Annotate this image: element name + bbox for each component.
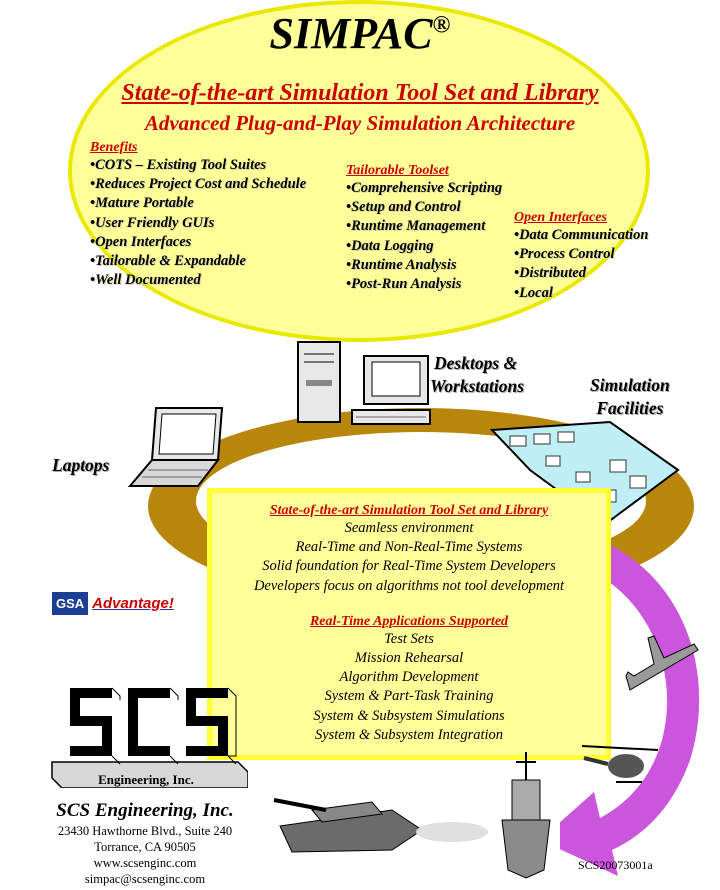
list-item: •Process Control bbox=[514, 246, 615, 263]
list-item: System & Subsystem Integration bbox=[314, 726, 504, 743]
fighter-jet-icon bbox=[625, 635, 699, 691]
list-item: •Runtime Analysis bbox=[346, 256, 457, 273]
interfaces-title: Open Interfaces bbox=[514, 210, 607, 225]
brand-title: SIMPAC® bbox=[269, 9, 451, 58]
center-title-apps: Real-Time Applications Supported bbox=[309, 613, 509, 629]
list-item: •COTS – Existing Tool Suites bbox=[90, 157, 267, 173]
document-id: SCS20073001a bbox=[578, 858, 653, 872]
list-item: •Reduces Project Cost and Schedule bbox=[90, 176, 307, 193]
list-item: Algorithm Development bbox=[339, 669, 479, 686]
list-item: •Data Logging bbox=[346, 237, 434, 254]
list-item: •Mature Portable bbox=[90, 195, 194, 212]
list-item: Real-Time and Non-Real-Time Systems bbox=[295, 539, 523, 556]
center-title-tools: State-of-the-art Simulation Tool Set and… bbox=[269, 503, 549, 518]
list-item: System & Subsystem Simulations bbox=[313, 707, 505, 724]
list-item: Mission Rehearsal bbox=[354, 650, 464, 667]
laptop-icon bbox=[128, 407, 224, 487]
list-item: •Comprehensive Scripting bbox=[346, 180, 503, 196]
desktop-workstation-icon bbox=[297, 341, 431, 425]
list-item: Developers focus on algorithms not tool … bbox=[253, 577, 565, 594]
list-item: •Data Communication bbox=[514, 227, 649, 243]
pink-arrow bbox=[560, 540, 700, 876]
center-summary-box: State-of-the-art Simulation Tool Set and… bbox=[207, 488, 611, 760]
list-item: •Runtime Management bbox=[346, 218, 486, 235]
list-item: •Distributed bbox=[514, 265, 586, 282]
headline: State-of-the-art Simulation Tool Set and… bbox=[121, 80, 599, 106]
list-item: •Local bbox=[514, 284, 553, 301]
toolset-list: Tailorable Toolset •Comprehensive Script… bbox=[346, 163, 502, 294]
company-name: SCS Engineering, Inc. bbox=[56, 800, 234, 821]
scs-logo bbox=[51, 687, 248, 788]
company-address-line2: Torrance, CA 90505 bbox=[94, 840, 196, 854]
list-item: System & Part-Task Training bbox=[324, 688, 494, 705]
benefits-list: Benefits •COTS – Existing Tool Suites •R… bbox=[90, 140, 306, 290]
list-item: •Tailorable & Expandable bbox=[90, 253, 246, 270]
subheadline: Advanced Plug-and-Play Simulation Archit… bbox=[144, 111, 576, 135]
company-email[interactable]: simpac@scsenginc.com bbox=[84, 872, 206, 886]
list-item: Seamless environment bbox=[344, 520, 474, 536]
company-website[interactable]: www.scsenginc.com bbox=[93, 856, 197, 870]
toolset-title: Tailorable Toolset bbox=[346, 163, 449, 178]
top-ellipse bbox=[68, 0, 650, 342]
list-item: •Well Documented bbox=[90, 272, 201, 289]
logo-caption: Engineering, Inc. bbox=[98, 772, 194, 787]
list-item: •Post-Run Analysis bbox=[346, 276, 462, 293]
list-item: Test Sets bbox=[384, 630, 434, 647]
gsa-advantage-text: Advantage! bbox=[92, 595, 174, 612]
ship-icon bbox=[501, 752, 551, 879]
laptops-label: Laptops bbox=[52, 455, 110, 475]
list-item: Solid foundation for Real-Time System De… bbox=[262, 558, 556, 575]
list-item: •Open Interfaces bbox=[90, 233, 192, 250]
list-item: •User Friendly GUIs bbox=[90, 214, 215, 231]
helicopter-icon bbox=[581, 745, 659, 783]
gsa-badge: GSA bbox=[52, 592, 89, 615]
list-item: •Setup and Control bbox=[346, 199, 461, 216]
benefits-title: Benefits bbox=[90, 140, 138, 155]
desktops-label: Desktops &Workstations bbox=[430, 353, 525, 396]
interfaces-list: Open Interfaces •Data Communication •Pro… bbox=[514, 210, 648, 303]
gsa-advantage-logo: GSA Advantage! bbox=[52, 592, 174, 615]
company-address-line1: 23430 Hawthorne Blvd., Suite 240 bbox=[57, 824, 233, 838]
tank-icon bbox=[273, 798, 488, 853]
